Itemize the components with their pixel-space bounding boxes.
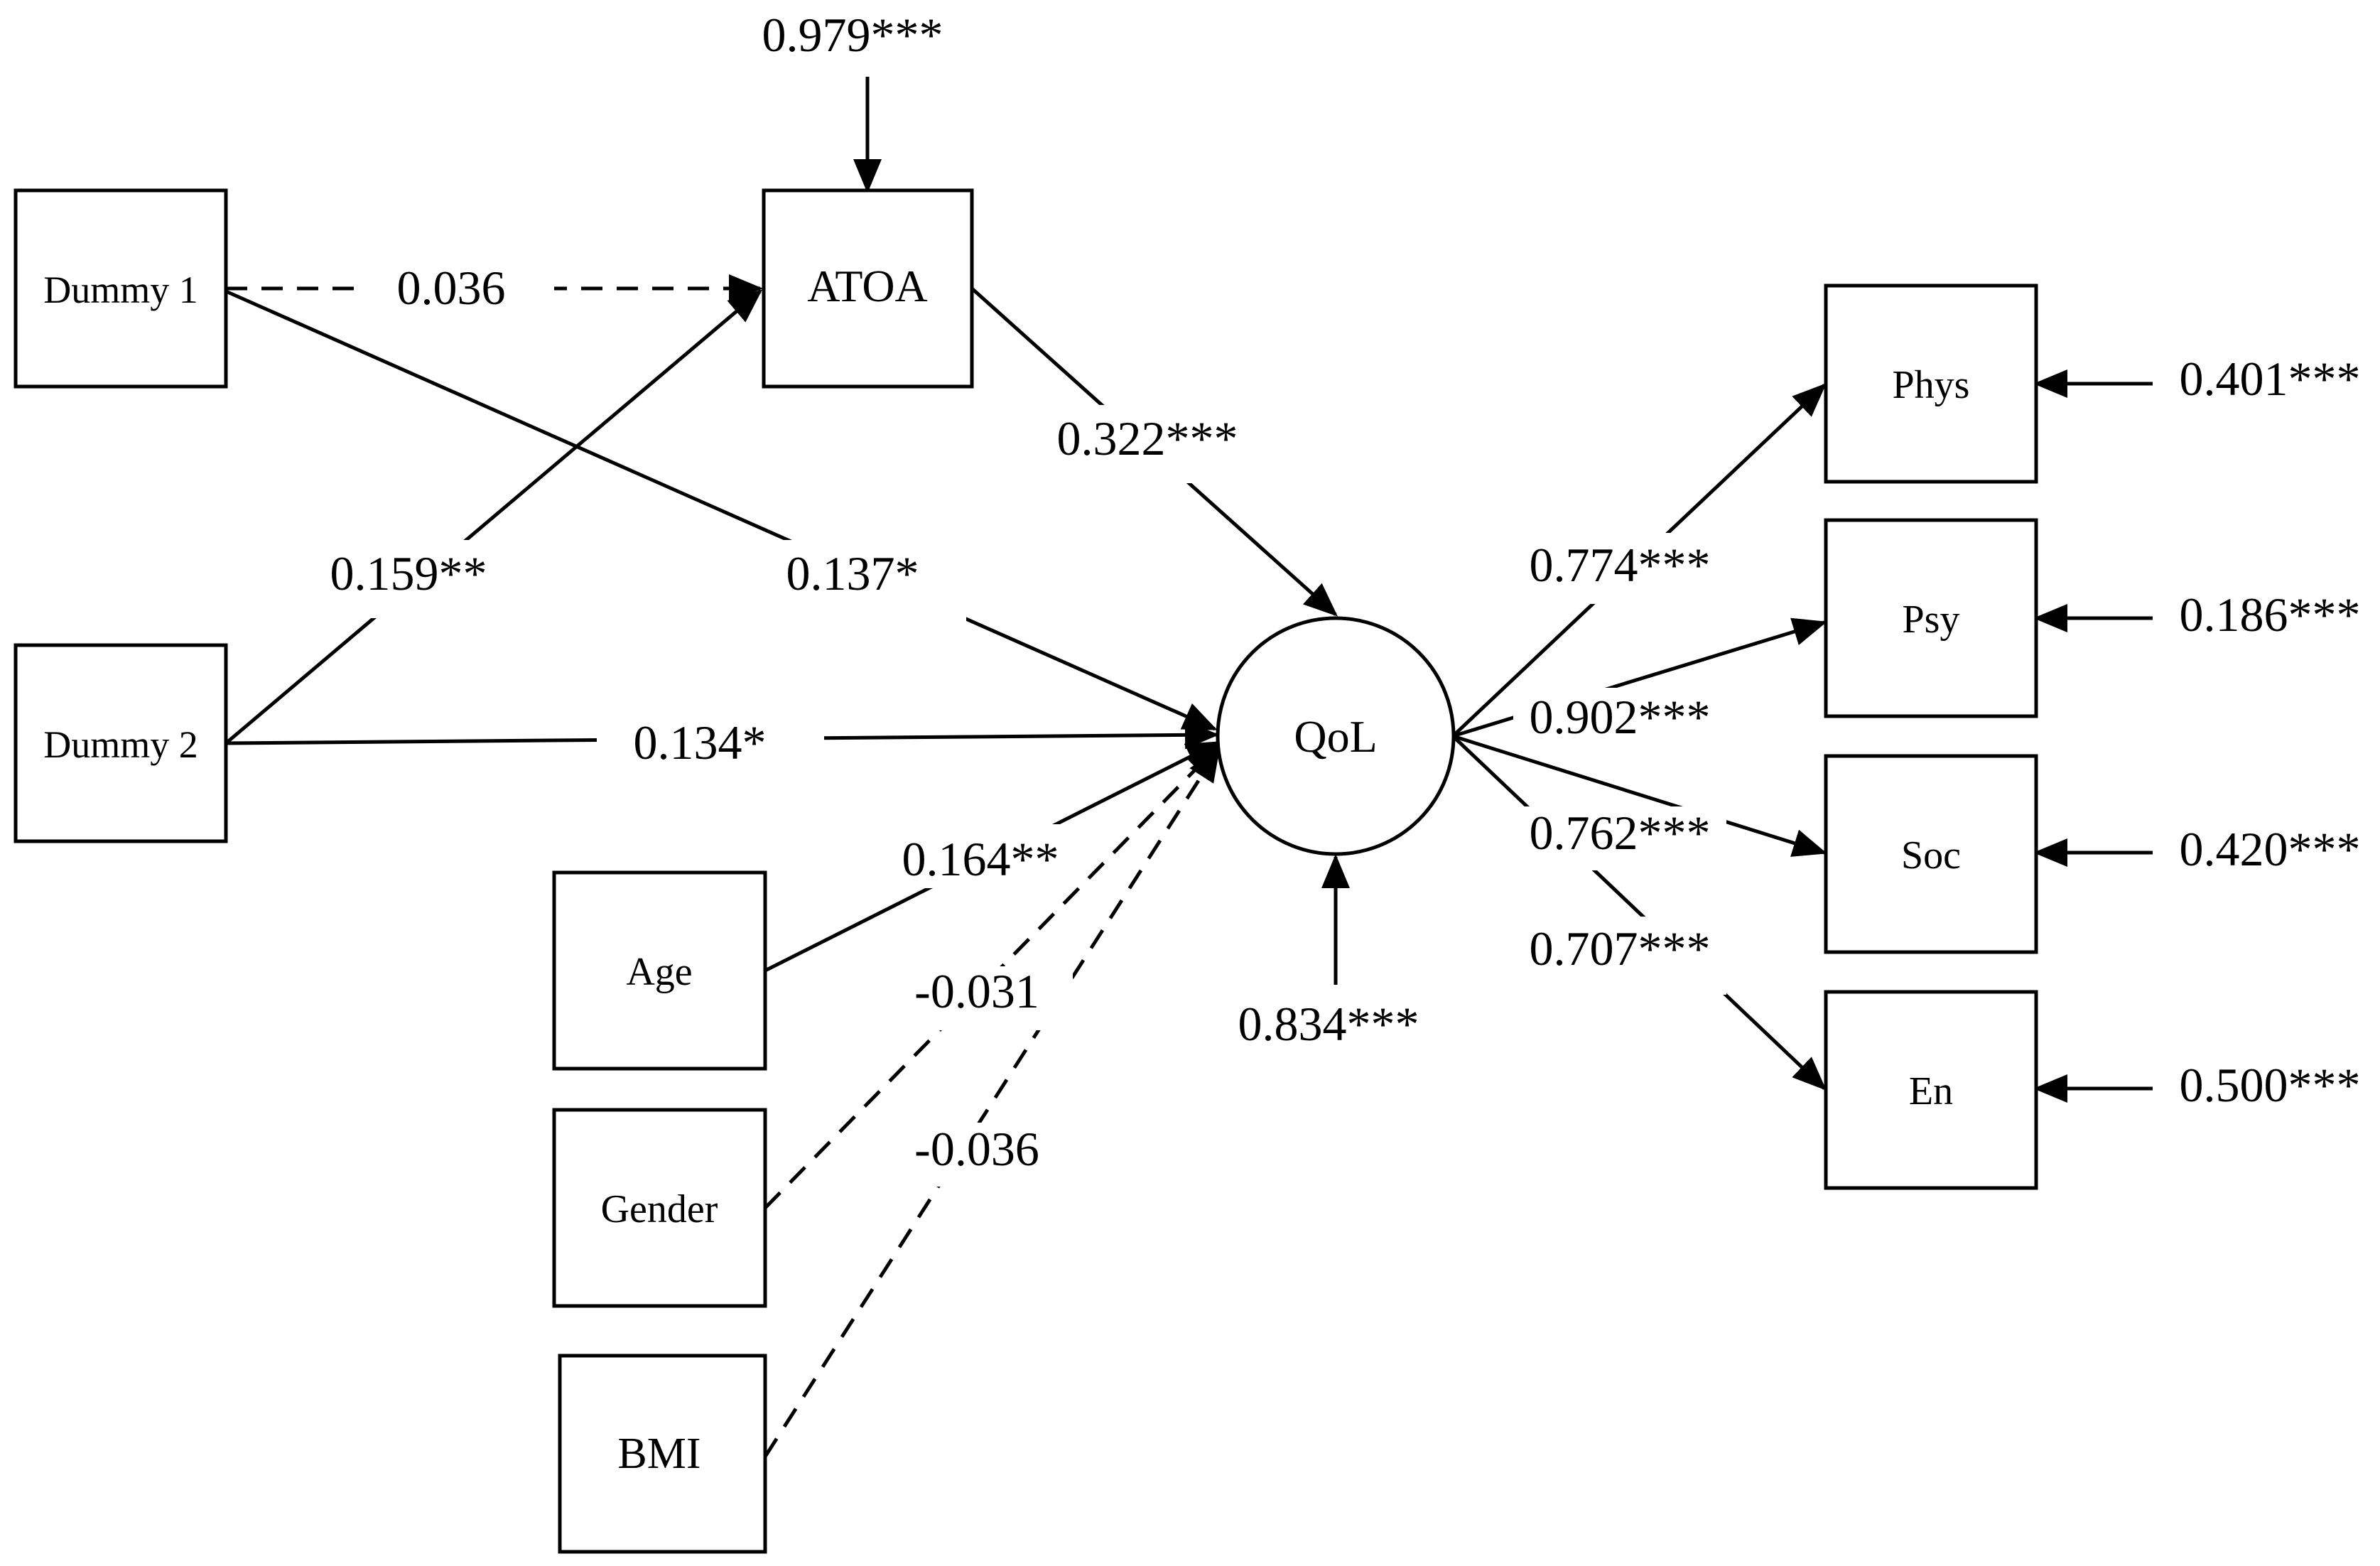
node-dummy2: Dummy 2 <box>13 643 228 843</box>
node-phys: Phys <box>1824 284 2038 484</box>
node-dummy1-label: Dummy 1 <box>43 269 198 311</box>
node-phys-label: Phys <box>1893 363 1970 407</box>
coef-age-qol: 0.164** <box>902 832 1059 886</box>
edge-qol-soc <box>1452 734 1827 857</box>
residual-phys: 0.401*** <box>2180 352 2361 406</box>
node-qol-label: QoL <box>1294 711 1377 762</box>
residual-soc: 0.420*** <box>2180 822 2361 876</box>
residual-qol: 0.834*** <box>1238 997 1419 1051</box>
node-age: Age <box>552 870 767 1071</box>
residual-atoa: 0.979*** <box>762 8 943 62</box>
residual-en: 0.500*** <box>2180 1058 2361 1112</box>
node-en-label: En <box>1909 1069 1953 1113</box>
edge-dummy2-atoa <box>225 289 763 745</box>
node-atoa-label: ATOA <box>807 261 928 311</box>
node-psy-label: Psy <box>1903 598 1960 642</box>
node-age-label: Age <box>626 950 692 994</box>
coef-dummy1-qol: 0.137* <box>786 546 919 600</box>
coef-dummy1-atoa: 0.036 <box>397 261 506 315</box>
coef-qol-psy: 0.902*** <box>1530 690 1711 744</box>
nodes: Dummy 1 Dummy 2 ATOA QoL Age Gender BMI <box>13 188 2038 1554</box>
node-dummy1: Dummy 1 <box>13 188 228 389</box>
coef-atoa-qol: 0.322*** <box>1057 411 1238 465</box>
coef-dummy2-atoa: 0.159** <box>330 546 487 600</box>
coef-bmi-qol: -0.036 <box>914 1122 1039 1176</box>
node-dummy2-label: Dummy 2 <box>43 723 198 766</box>
coef-gender-qol: -0.031 <box>914 964 1039 1018</box>
residual-psy: 0.186*** <box>2180 588 2361 642</box>
node-soc: Soc <box>1824 754 2038 954</box>
coef-dummy2-qol: 0.134* <box>634 716 767 770</box>
node-atoa: ATOA <box>762 188 974 389</box>
node-psy: Psy <box>1824 518 2038 718</box>
node-en: En <box>1824 990 2038 1190</box>
node-qol: QoL <box>1216 616 1456 856</box>
node-bmi: BMI <box>558 1354 767 1554</box>
coef-qol-phys: 0.774*** <box>1530 538 1711 592</box>
node-bmi-label: BMI <box>617 1430 701 1478</box>
edge-qol-en <box>1451 735 1827 1091</box>
node-gender-label: Gender <box>601 1187 718 1231</box>
residual-labels: 0.979*** 0.834*** 0.401*** 0.186*** 0.42… <box>762 8 2361 1112</box>
path-coefficients: 0.036 0.137* 0.159** 0.134* 0.322*** 0.1… <box>313 256 1726 1187</box>
node-soc-label: Soc <box>1901 833 1961 878</box>
edge-dummy1-qol <box>225 289 1218 731</box>
node-gender: Gender <box>552 1108 767 1308</box>
coef-qol-soc: 0.762*** <box>1530 806 1711 860</box>
coef-qol-en: 0.707*** <box>1530 922 1711 976</box>
